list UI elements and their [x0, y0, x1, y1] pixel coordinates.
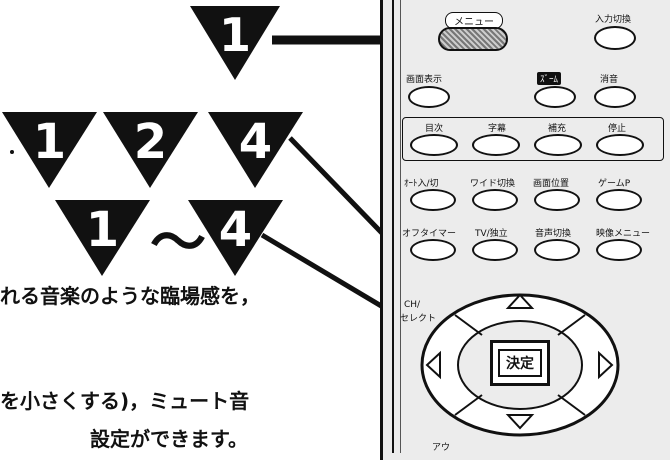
range-tilde: 〜 [150, 211, 206, 276]
contents-label: 目次 [425, 124, 444, 134]
step-triangle-range-start: 1 [55, 200, 150, 276]
zoom-button[interactable] [534, 86, 576, 108]
body-text-line-2: を小さくする)，ミュート音 [0, 389, 250, 413]
supplement-label: 補充 [548, 124, 567, 134]
remote-edge-inner [400, 0, 401, 453]
input-switch-label: 入力切換 [595, 15, 632, 25]
screen-display-button[interactable] [408, 86, 450, 108]
screen-position-button[interactable] [534, 189, 580, 211]
step-triangle-range-end: 4 [188, 200, 283, 276]
screen-display-label: 画面表示 [406, 75, 443, 85]
game-button[interactable] [596, 189, 642, 211]
off-timer-button[interactable] [410, 239, 456, 261]
ch-label: CH/ [404, 300, 421, 310]
input-switch-button[interactable] [594, 26, 636, 50]
step-number: 1 [218, 8, 251, 62]
step-triangle-1: 1 [2, 112, 97, 188]
mute-label: 消音 [600, 75, 619, 85]
playback-section-frame [402, 117, 664, 161]
select-label: セレクト [400, 314, 437, 324]
step-number: 4 [238, 114, 273, 170]
auto-label: ｵｰﾄ入/切 [404, 179, 439, 189]
step-triangle-2: 2 [103, 112, 198, 188]
auto-button[interactable] [410, 189, 456, 211]
remote-edge [392, 0, 394, 453]
menu-button[interactable] [438, 27, 508, 51]
zoom-label: ｽﾞｰﾑ [537, 72, 562, 85]
step-number: 1 [32, 114, 67, 170]
audio-label: 音声切換 [535, 229, 572, 239]
step-triangle-4: 4 [208, 112, 303, 188]
down-arrow-icon[interactable] [505, 412, 535, 432]
enter-button[interactable]: 決定 [490, 340, 550, 386]
wide-button[interactable] [472, 189, 518, 211]
off-timer-label: オフタイマー [402, 229, 457, 239]
subtitle-label: 字幕 [488, 124, 507, 134]
video-menu-label: 映像メニュー [596, 229, 651, 239]
enter-label: 決定 [498, 349, 542, 377]
stop-button[interactable] [596, 134, 644, 156]
screen-position-label: 画面位置 [533, 179, 570, 189]
tv-button[interactable] [472, 239, 518, 261]
up-arrow-icon[interactable] [505, 292, 535, 312]
subtitle-button[interactable] [472, 134, 520, 156]
right-arrow-icon[interactable] [596, 350, 616, 380]
step-triangle-top: 1 [190, 6, 280, 80]
dot-mark [10, 150, 14, 154]
wide-label: ワイド切換 [470, 179, 516, 189]
step-number: 2 [133, 114, 168, 170]
game-label: ゲームP [598, 179, 631, 189]
step-number: 1 [85, 202, 120, 258]
body-text-line-3: 設定ができます。 [90, 427, 248, 451]
mute-button[interactable] [594, 86, 636, 108]
video-menu-button[interactable] [596, 239, 642, 261]
step-number: 4 [218, 202, 253, 258]
contents-button[interactable] [410, 134, 458, 156]
tv-label: TV/独立 [475, 229, 508, 239]
audio-button[interactable] [534, 239, 580, 261]
supplement-button[interactable] [534, 134, 582, 156]
stop-label: 停止 [608, 124, 627, 134]
bottom-label: アウ [432, 443, 451, 453]
body-text-line-1: れる音楽のような臨場感を， [0, 284, 260, 308]
left-arrow-icon[interactable] [424, 350, 444, 380]
